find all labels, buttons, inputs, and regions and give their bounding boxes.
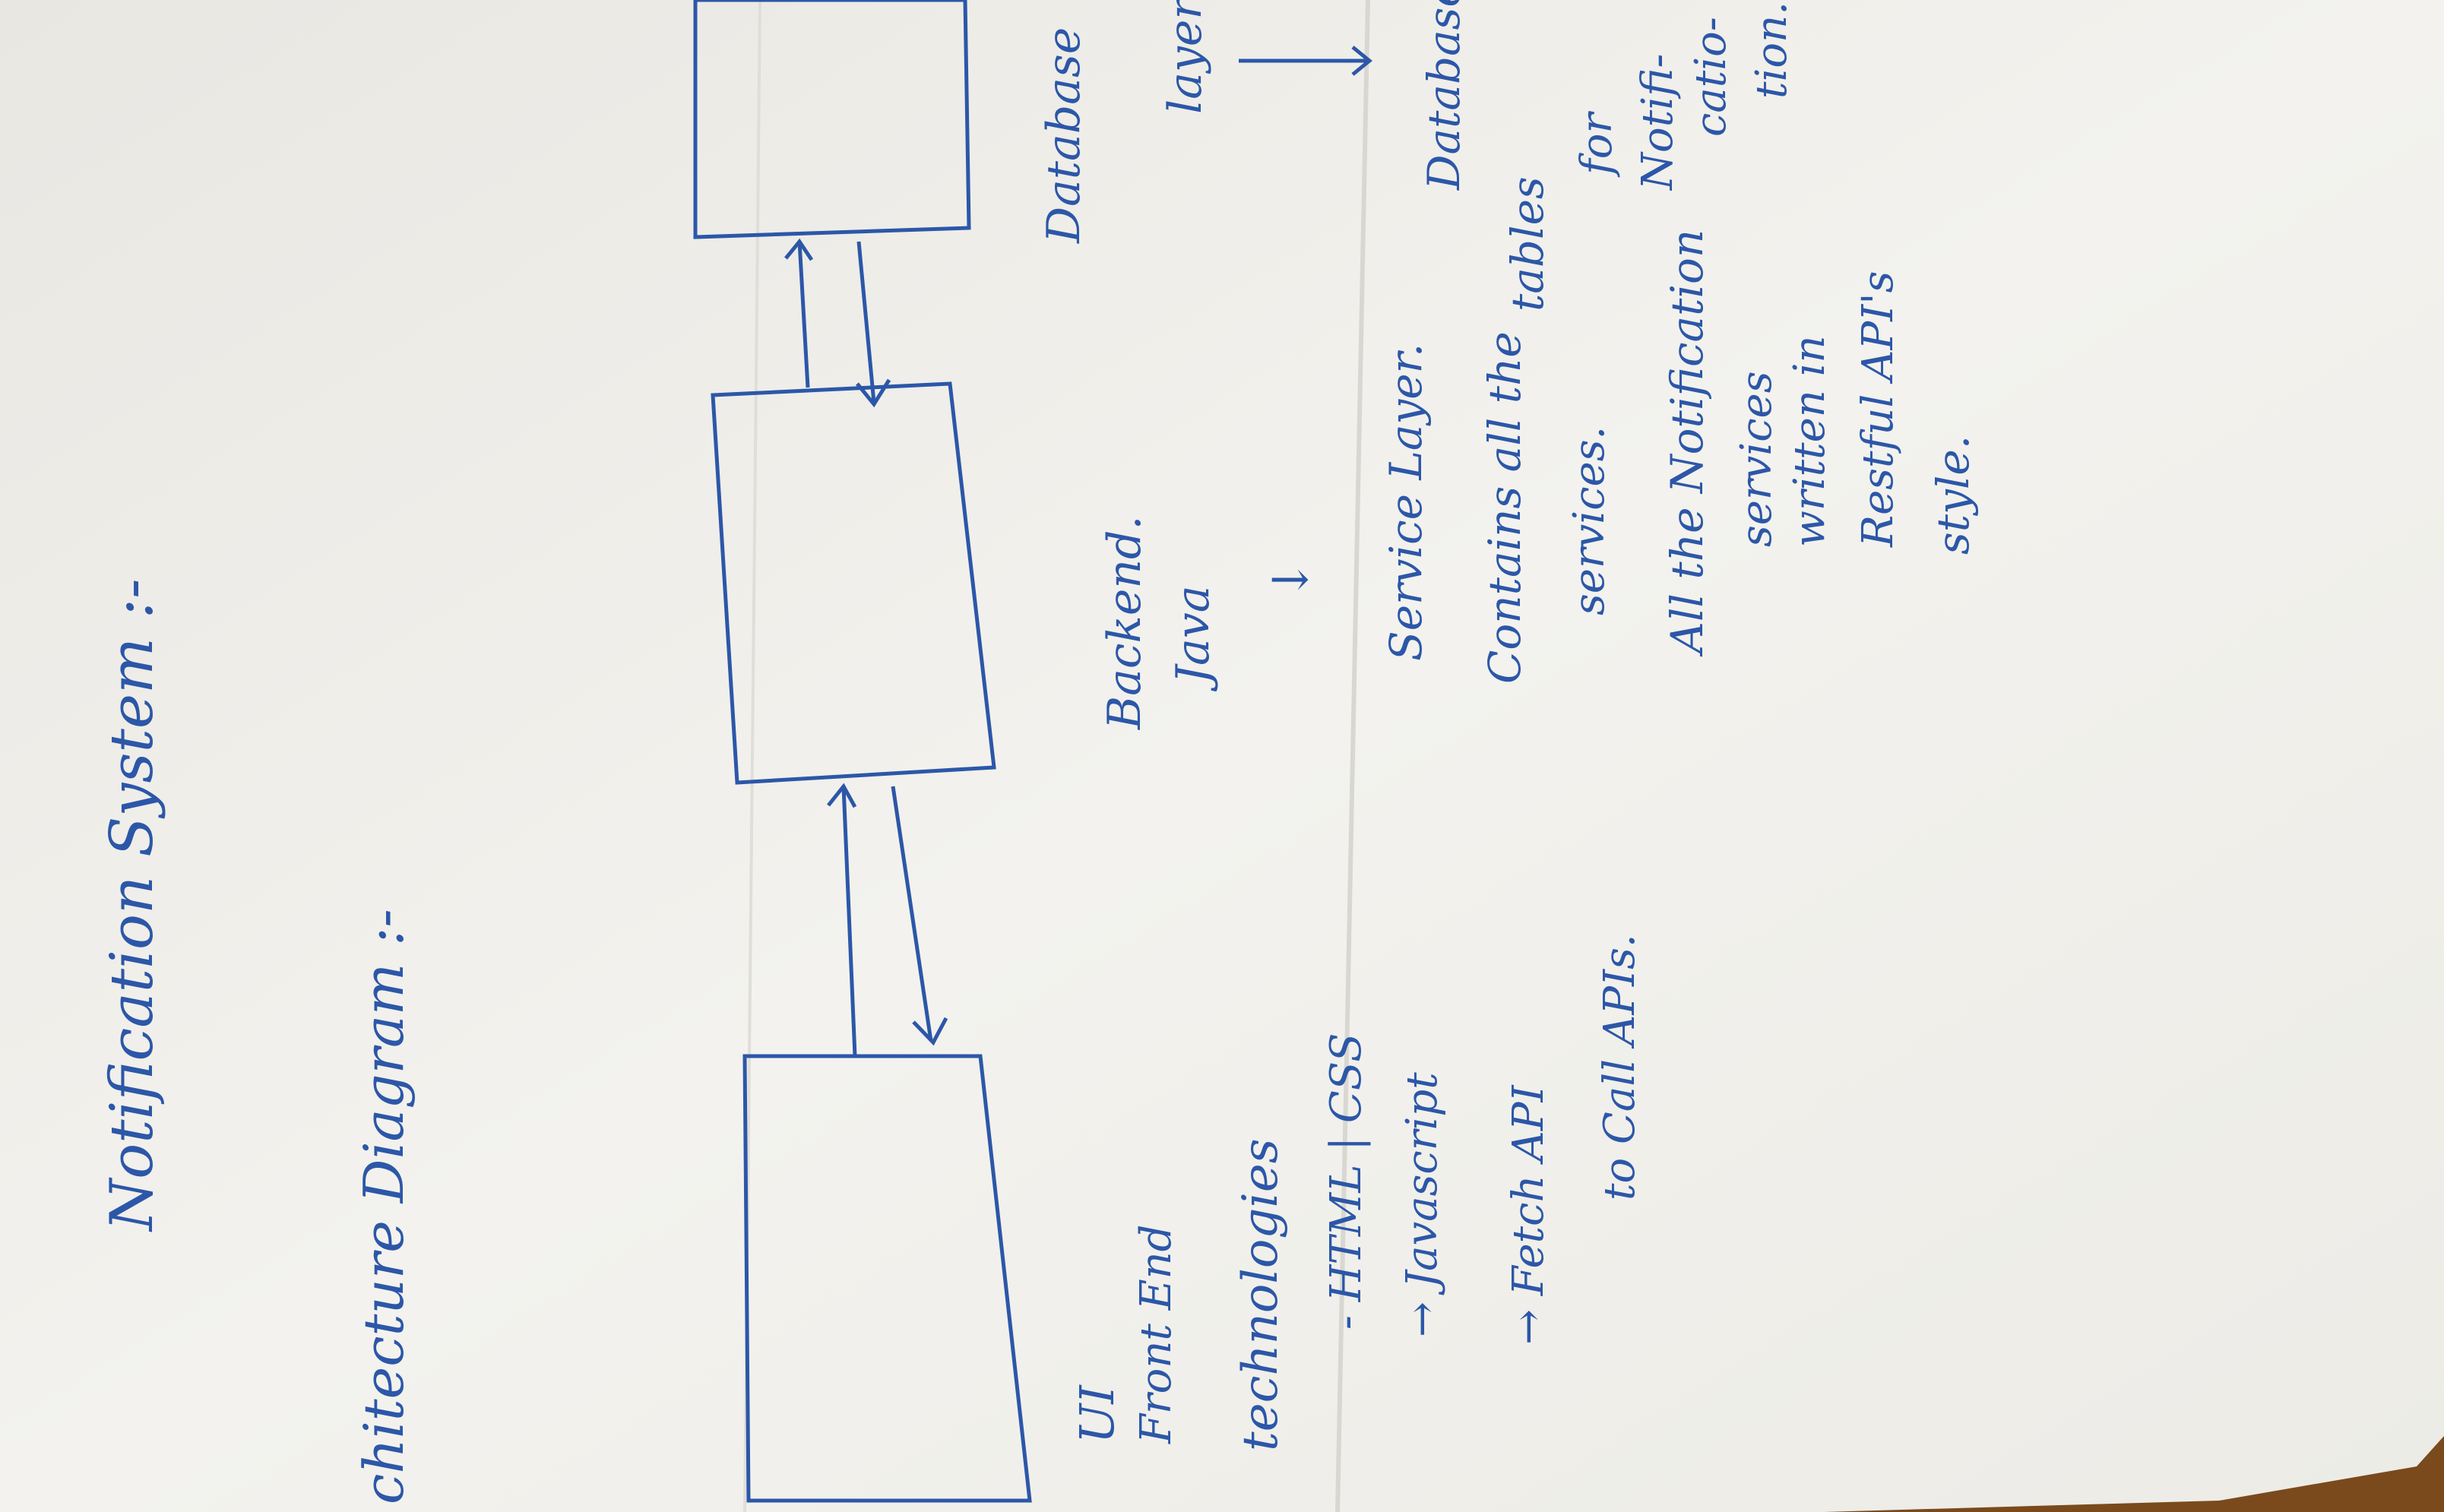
arrowhead bbox=[827, 783, 857, 808]
tech-item: to Call APIs. bbox=[1595, 934, 1645, 1200]
arrow-backend-to-frontend bbox=[891, 786, 933, 1042]
arrowhead bbox=[1351, 46, 1372, 76]
architecture-diagram bbox=[693, 0, 1032, 1503]
arrow-database-to-backend bbox=[856, 241, 876, 403]
backend-line: Contains all the bbox=[1479, 331, 1531, 684]
arrowhead bbox=[856, 378, 891, 408]
arrow-frontend-to-backend bbox=[841, 786, 857, 1057]
frontend-label: Front End bbox=[1132, 1224, 1181, 1444]
database-line: catio- bbox=[1686, 17, 1736, 137]
diagram-subtitle: chitecture Diagram :- bbox=[352, 909, 416, 1504]
database-line: Database bbox=[1418, 0, 1470, 191]
tech-item: → Javascript bbox=[1398, 1072, 1447, 1337]
arrowhead bbox=[784, 238, 814, 261]
backend-arrow: ↓ bbox=[1263, 559, 1319, 600]
database-box bbox=[693, 0, 971, 239]
backend-heading: Backend. bbox=[1098, 516, 1151, 730]
database-line: tables bbox=[1502, 176, 1553, 312]
paper-fold bbox=[1335, 0, 1370, 1512]
technologies-heading: technologies bbox=[1233, 1138, 1289, 1451]
frontend-box bbox=[742, 1054, 1032, 1503]
backend-line: style. bbox=[1927, 435, 1979, 555]
backend-line: Restful API's bbox=[1854, 271, 1903, 548]
database-line: Notifi- bbox=[1633, 54, 1683, 191]
arrowhead bbox=[912, 1017, 948, 1046]
database-layer: layer. bbox=[1159, 0, 1212, 114]
backend-line: written in bbox=[1785, 335, 1835, 547]
backend-line: Service Layer. bbox=[1380, 343, 1432, 661]
backend-line: services bbox=[1732, 372, 1781, 547]
frontend-heading: UI bbox=[1069, 1384, 1125, 1444]
backend-language: Java bbox=[1167, 586, 1220, 693]
database-heading: Database bbox=[1037, 27, 1091, 244]
tech-item: → Fetch API bbox=[1504, 1083, 1553, 1345]
database-line: tion. bbox=[1747, 2, 1797, 99]
page-title: Notification System :- bbox=[98, 579, 166, 1232]
database-line: for bbox=[1572, 111, 1622, 178]
arrow-backend-to-database bbox=[797, 241, 810, 388]
backend-line: All the Notification bbox=[1661, 229, 1713, 657]
tech-item: - HTML | CSS bbox=[1322, 1033, 1371, 1330]
backend-line: services. bbox=[1565, 426, 1614, 615]
